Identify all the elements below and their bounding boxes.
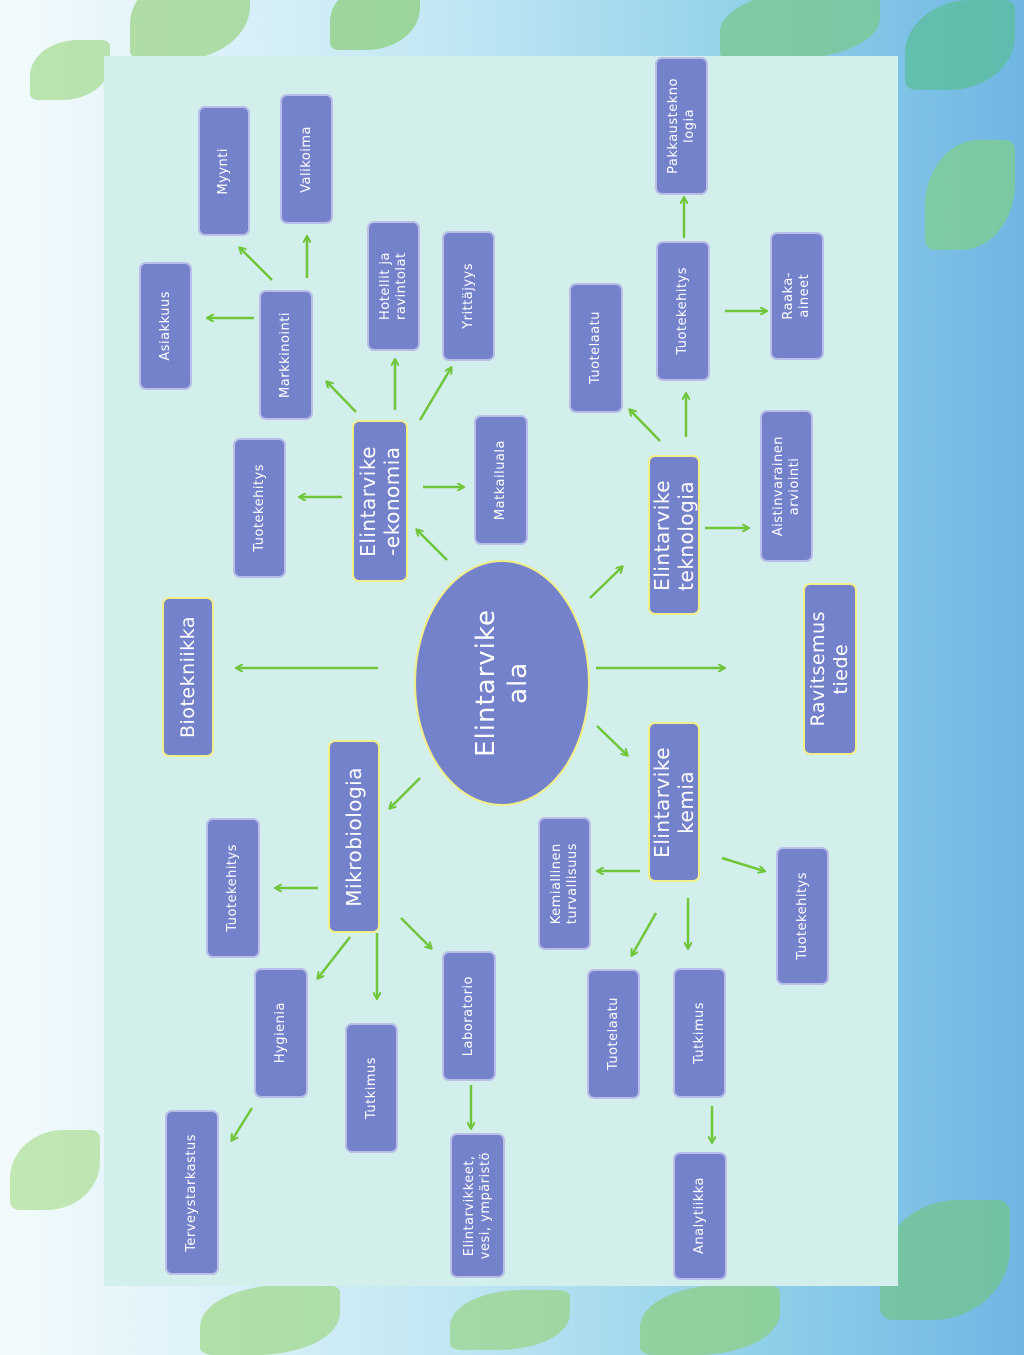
node-elintarvikkeet-vesi: Elintarvikkeet, vesi, ympäristö [450,1133,505,1278]
node-label: Matkailuala [493,439,508,521]
node-myynti: Myynti [198,106,250,236]
node-laboratorio: Laboratorio [442,951,496,1081]
node-asiakkuus: Asiakkuus [139,262,192,390]
node-tuotekehitys-teknologia: Tuotekehitys [656,241,710,381]
node-label: Elintarvike teknologia [650,479,698,591]
node-tuotelaatu-kemia: Tuotelaatu [587,969,640,1099]
node-label: Tuotekehitys [251,464,267,552]
arrow [596,725,627,755]
node-label: Tutkimus [363,1056,379,1120]
node-label: Asiakkuus [157,291,173,361]
node-raaka-aineet: Raaka- aineet [770,232,824,360]
node-yrittajyys: Yrittäjyys [442,231,495,361]
node-tutkimus-kemia: Tutkimus [673,968,726,1098]
node-label: Pakkaustekno logia [665,78,697,174]
arrow [327,382,357,413]
node-hygienia: Hygienia [254,968,308,1098]
node-label: Biotekniikka [176,616,199,738]
node-label: Tuotekehitys [675,267,690,355]
node-tutkimus-mikrobiologia: Tutkimus [345,1023,398,1153]
node-label: Tuotekehitys [225,844,240,932]
node-label: Laboratorio [461,975,476,1057]
node-label: Ravitsemus tiede [807,611,852,727]
node-biotekniikka: Biotekniikka [162,597,214,757]
node-label: Valikoima [298,125,314,193]
arrow [630,410,661,442]
arrow [232,1107,254,1140]
node-label: Terveystarkastus [184,1133,199,1252]
node-label: Mikrobiologia [342,766,366,907]
node-label: Raaka- aineet [781,272,812,320]
node-label: Elintarvike kemia [650,746,698,858]
center-label: Elintarvike ala [471,609,533,757]
node-tuotekehitys-kemia: Tuotekehitys [776,847,829,985]
node-mikrobiologia: Mikrobiologia [328,740,380,933]
arrow [632,912,658,955]
node-valikoima: Valikoima [280,94,333,224]
node-label: Elintarvikkeet, vesi, ympäristö [461,1151,493,1260]
node-label: Yrittäjyys [460,263,476,329]
node-matkailuala: Matkailuala [474,415,528,545]
center-node: Elintarvike ala [414,560,590,806]
arrow [240,248,273,281]
node-label: Analytiikka [692,1177,707,1255]
node-label: Tuotelaatu [605,997,621,1071]
node-teknologia: Elintarvike teknologia [648,455,700,615]
node-hotellit: Hotellit ja ravintolat [367,221,420,351]
node-pakkausteknologia: Pakkaustekno logia [655,57,708,195]
node-label: Tuotekehitys [794,872,810,960]
arrow [390,777,421,808]
node-terveystarkastus: Terveystarkastus [165,1110,219,1275]
node-tuotelaatu-teknologia: Tuotelaatu [569,283,623,413]
node-label: Tutkimus [691,1001,707,1065]
node-markkinointi: Markkinointi [259,290,313,420]
node-label: Tuotelaatu [588,311,603,385]
arrow [318,936,351,978]
node-label: Markkinointi [278,312,293,398]
arrow [417,530,448,561]
arrow [589,567,622,599]
node-ravitsemus: Ravitsemus tiede [803,583,857,755]
node-label: Aistinvarainen arviointi [770,435,802,537]
node-tuotekehitys-ekonomia: Tuotekehitys [233,438,286,578]
node-analytiikka: Analytiikka [673,1152,727,1280]
node-label: Elintarvike -ekonomia [356,445,404,557]
node-label: Hygienia [273,1002,288,1064]
arrow [418,368,451,421]
arrow [721,856,764,871]
node-kemia: Elintarvike kemia [648,722,700,882]
arrow [400,917,431,948]
node-aistinvarainen: Aistinvarainen arviointi [760,410,813,562]
node-tuotekehitys-mikrobiologia: Tuotekehitys [206,818,260,958]
node-label: Kemiallinen turvallisuus [548,842,580,925]
node-label: Hotellit ja ravintolat [377,252,409,320]
node-label: Myynti [216,147,231,195]
node-kemiallinen-turvallisuus: Kemiallinen turvallisuus [538,817,591,950]
node-ekonomia: Elintarvike -ekonomia [352,420,408,582]
